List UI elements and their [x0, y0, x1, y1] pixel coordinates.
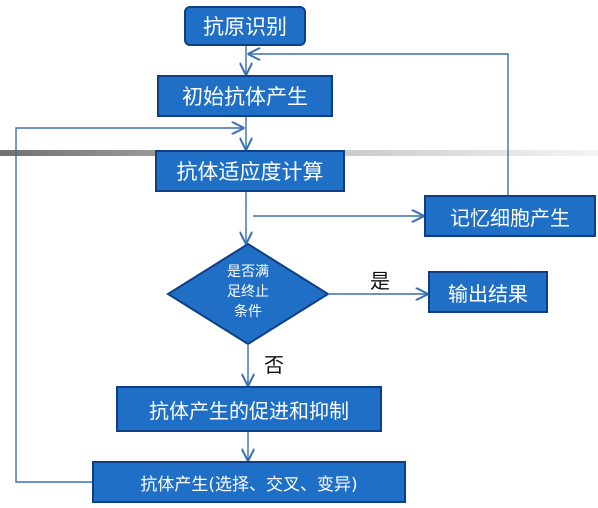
- node-initial-antibody: 初始抗体产生: [157, 75, 333, 117]
- node-antibody-generation: 抗体产生(选择、交叉、变异): [92, 461, 406, 503]
- arrow-generate-to-fitness: [15, 128, 243, 483]
- node-antigen-recognition: 抗原识别: [184, 6, 306, 46]
- node-output-result: 输出结果: [428, 271, 548, 313]
- edge-label-no: 否: [264, 353, 284, 377]
- node-fitness-calculation: 抗体适应度计算: [155, 150, 345, 192]
- decision-line-1: 是否满: [227, 264, 269, 280]
- node-memory-cell: 记忆细胞产生: [424, 195, 596, 237]
- edge-label-yes: 是: [370, 269, 390, 293]
- node-promote-suppress: 抗体产生的促进和抑制: [116, 386, 382, 432]
- decision-line-2: 足终止: [227, 284, 269, 300]
- decision-label: 是否满 足终止 条件: [196, 262, 300, 322]
- arrow-memory-to-initial: [249, 54, 509, 195]
- decision-line-3: 条件: [234, 304, 262, 320]
